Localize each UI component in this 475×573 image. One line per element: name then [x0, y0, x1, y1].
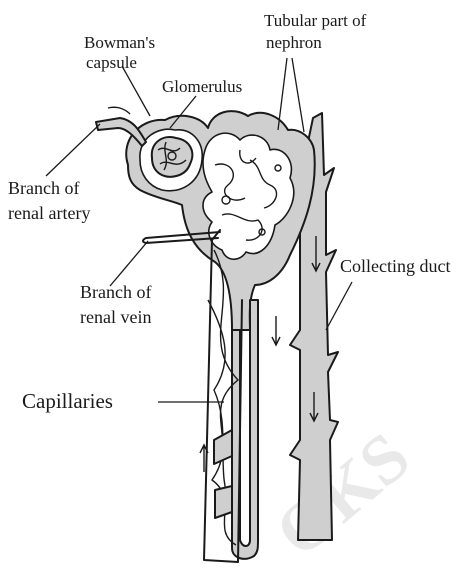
watermark: OKS [262, 418, 425, 572]
capillary-arrow-down [272, 316, 280, 345]
label-bowmans-capsule-line2: capsule [86, 53, 137, 72]
label-renal-vein-line1: Branch of [80, 282, 151, 302]
label-capillaries: Capillaries [22, 389, 113, 413]
label-renal-vein-line2: renal vein [80, 307, 151, 327]
label-bowmans-capsule-line1: Bowman's [84, 33, 155, 52]
label-renal-artery-line1: Branch of [8, 178, 79, 198]
artery-flow-arc [108, 107, 130, 114]
label-collecting-duct: Collecting duct [340, 256, 450, 276]
label-tubular-part-line2: nephron [266, 33, 322, 52]
label-glomerulus: Glomerulus [162, 77, 242, 96]
glomerulus [152, 137, 193, 177]
svg-text:OKS: OKS [262, 418, 425, 572]
label-renal-artery-line2: renal artery [8, 203, 90, 223]
loop-of-henle [232, 300, 258, 559]
label-tubular-part-line1: Tubular part of [264, 11, 367, 30]
renal-artery-branch [96, 118, 146, 146]
